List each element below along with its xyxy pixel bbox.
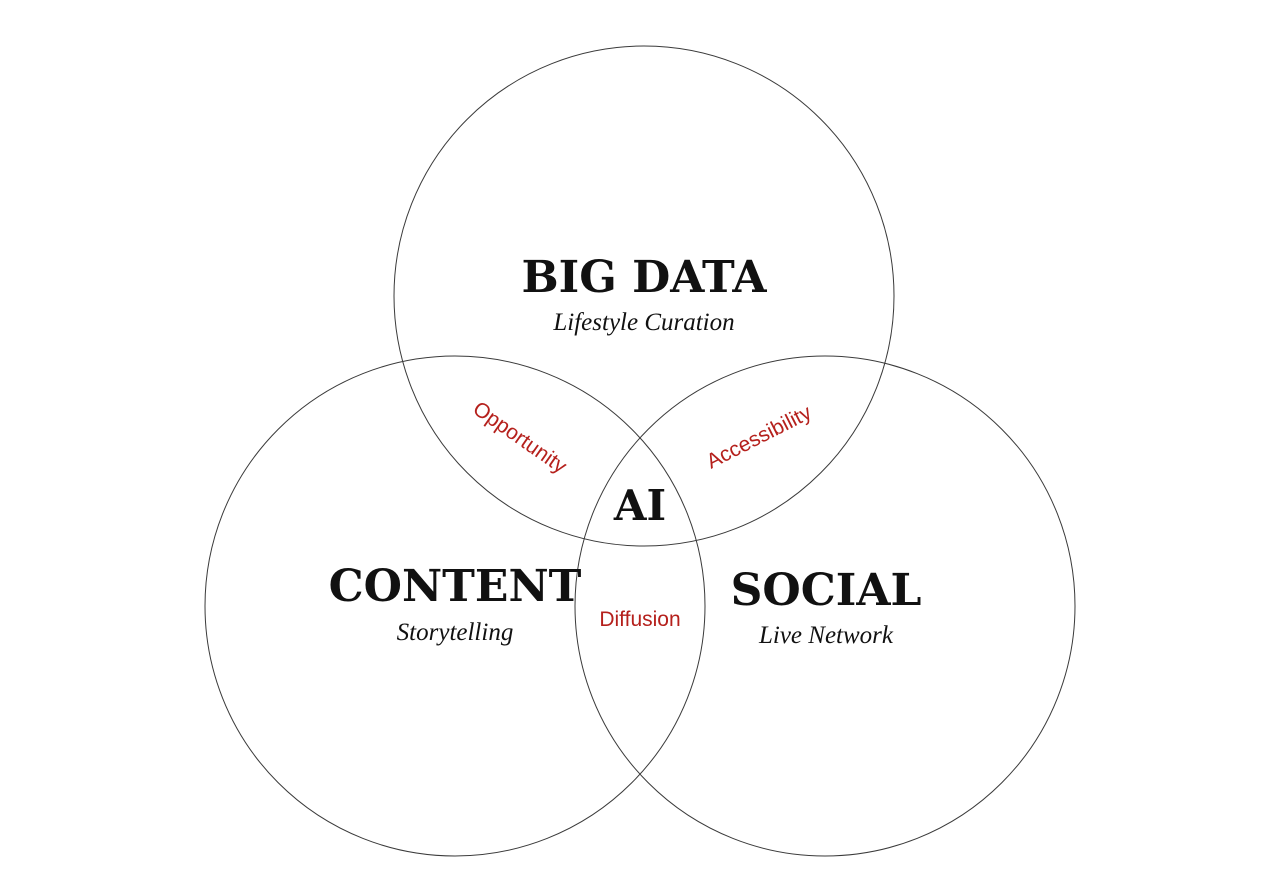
social-title: SOCIAL <box>731 565 922 616</box>
social-subtitle: Live Network <box>758 622 894 649</box>
content-subtitle: Storytelling <box>397 619 514 646</box>
big-data-title: BIG DATA <box>521 252 767 303</box>
content-title: CONTENT <box>329 561 582 612</box>
ai-center-label: AI <box>613 481 666 530</box>
big-data-subtitle: Lifestyle Curation <box>552 309 734 336</box>
big-data-circle <box>393 45 895 547</box>
content-circle <box>204 355 706 857</box>
social-circle <box>574 355 1076 857</box>
accessibility-label: Accessibility <box>703 401 816 474</box>
diffusion-label: Diffusion <box>599 608 680 631</box>
opportunity-label: Opportunity <box>469 397 572 478</box>
